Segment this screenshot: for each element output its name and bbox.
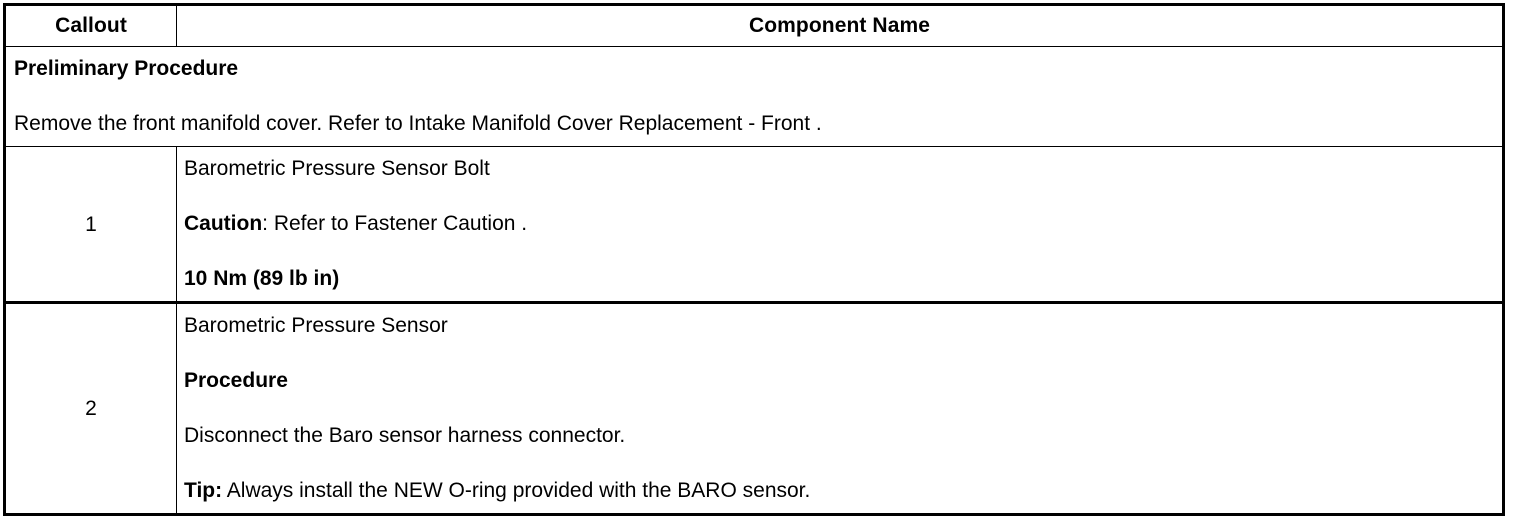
table-row: 2 Barometric Pressure Sensor Procedure D…: [4, 302, 1504, 515]
paragraph-stack-2: Barometric Pressure Sensor Procedure Dis…: [177, 304, 1502, 513]
component-name-text: Barometric Pressure Sensor Bolt: [184, 157, 490, 180]
preliminary-procedure-text: Remove the front manifold cover. Refer t…: [14, 112, 822, 135]
preliminary-paragraph-stack: Preliminary Procedure Remove the front m…: [6, 47, 1502, 146]
component-description-2: Barometric Pressure Sensor Procedure Dis…: [176, 302, 1504, 515]
callout-component-table: Callout Component Name Preliminary Proce…: [3, 3, 1505, 516]
column-header-component-name: Component Name: [176, 4, 1504, 47]
tip-label: Tip:: [184, 479, 223, 502]
callout-number-2: 2: [4, 302, 177, 515]
component-name-text: Barometric Pressure Sensor: [184, 314, 448, 337]
preliminary-procedure-row: Preliminary Procedure Remove the front m…: [4, 46, 1504, 147]
callout-number-1: 1: [4, 146, 177, 304]
caution-note: Caution: Refer to Fastener Caution .: [184, 211, 1494, 237]
torque-spec: 10 Nm (89 lb in): [184, 267, 340, 290]
procedure-heading: Procedure: [184, 369, 288, 392]
procedure-step: Disconnect the Baro sensor harness conne…: [184, 424, 626, 447]
preliminary-procedure-cell: Preliminary Procedure Remove the front m…: [4, 46, 1504, 147]
table-header: Callout Component Name: [4, 4, 1504, 47]
table-header-row: Callout Component Name: [4, 4, 1504, 47]
column-header-callout: Callout: [4, 4, 177, 47]
table-body: Preliminary Procedure Remove the front m…: [4, 46, 1504, 515]
tip-text: Always install the NEW O-ring provided w…: [222, 479, 811, 502]
tip-note: Tip: Always install the NEW O-ring provi…: [184, 478, 1494, 504]
caution-text: : Refer to Fastener Caution .: [262, 212, 528, 235]
paragraph-stack-1: Barometric Pressure Sensor Bolt Caution:…: [177, 147, 1502, 301]
preliminary-procedure-title: Preliminary Procedure: [14, 57, 239, 80]
table-row: 1 Barometric Pressure Sensor Bolt Cautio…: [4, 146, 1504, 304]
component-description-1: Barometric Pressure Sensor Bolt Caution:…: [176, 146, 1504, 304]
caution-label: Caution: [184, 212, 263, 235]
